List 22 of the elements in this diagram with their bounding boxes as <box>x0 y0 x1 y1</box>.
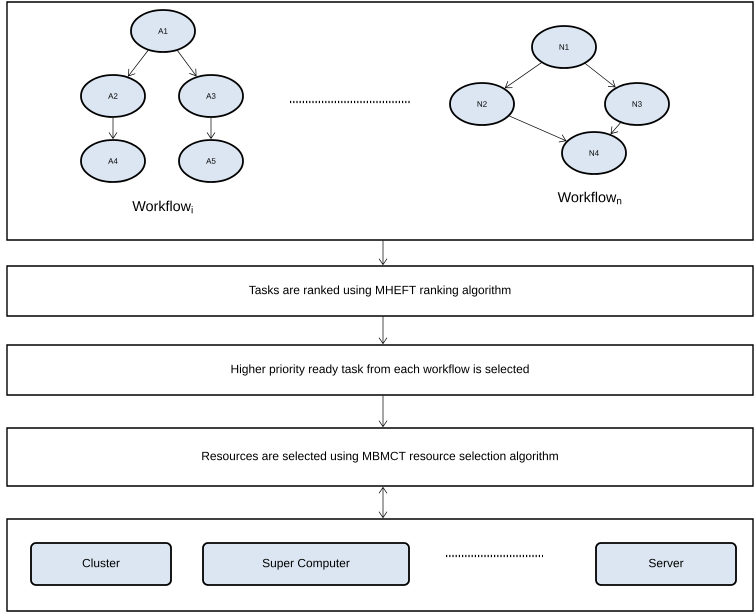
arrow <box>206 118 216 140</box>
arrow <box>378 316 388 344</box>
process-box: Higher priority ready task from each workflow is selected <box>6 344 754 396</box>
resource-box: Super Computer <box>202 542 410 586</box>
workflow-label: Workflow$_{n}$ <box>558 192 622 204</box>
workflow-label: Workflow$_{i}$ <box>132 200 193 214</box>
arrow <box>509 116 567 142</box>
panel <box>6 518 754 612</box>
arrow <box>378 395 388 428</box>
arrow <box>177 50 196 76</box>
process-box: Tasks are ranked using MHEFT ranking algorithm <box>6 265 754 317</box>
arrow <box>504 62 542 88</box>
arrow <box>585 63 616 88</box>
arrow <box>378 486 388 518</box>
process-box: Resources are selected using MBMCT resource selection algorithm <box>6 427 754 487</box>
arrow <box>378 240 388 266</box>
arrow <box>128 50 148 76</box>
arrow <box>108 118 118 140</box>
panel <box>6 1 754 241</box>
resource-box: Cluster <box>30 542 172 586</box>
arrow <box>610 122 621 134</box>
resource-box: Server <box>595 542 737 586</box>
